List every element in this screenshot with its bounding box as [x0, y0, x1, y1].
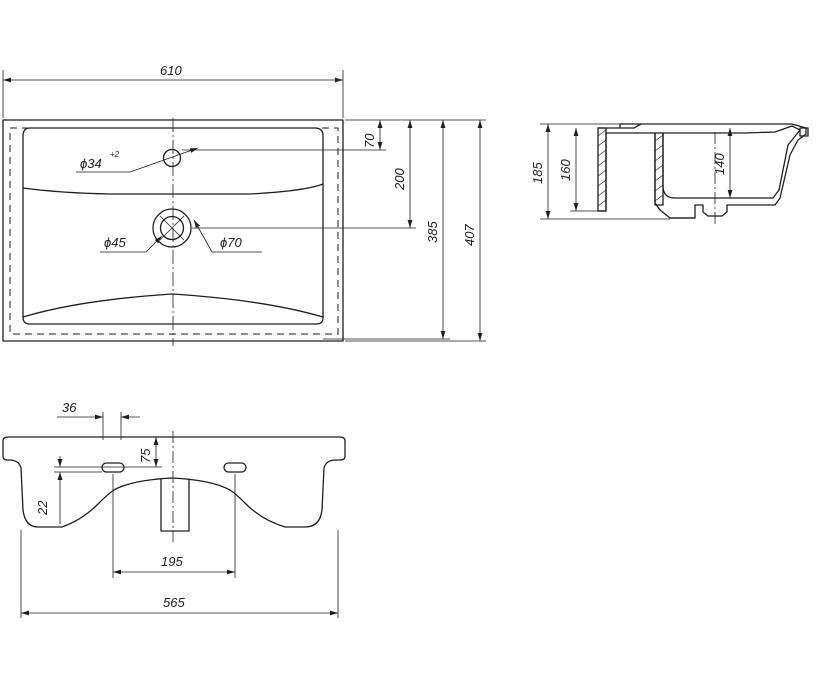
dim-label-drain-outer: ϕ70 — [220, 235, 242, 250]
front-view — [2, 431, 346, 542]
dim-label-75: 75 — [138, 448, 153, 463]
dim-label-385: 385 — [425, 221, 440, 243]
basin-deck-edge — [22, 183, 324, 195]
dim-label-70: 70 — [362, 133, 377, 148]
dim-label-drain: ϕ45 — [104, 235, 126, 250]
section-hatch — [597, 127, 664, 212]
top-view-dimensions: 610 ϕ34 +2 ϕ45 ϕ70 70 200 385 407 — [2, 63, 486, 342]
dim-label-140: 140 — [712, 153, 727, 175]
bowl-bottom-curve — [22, 293, 324, 318]
front-view-outline — [2, 436, 346, 528]
section-outer-profile — [597, 123, 807, 219]
drain-inner-leader — [100, 235, 163, 253]
overflow-slot — [799, 127, 809, 137]
drain-cross-line-b — [159, 215, 185, 241]
dim-label-610: 610 — [160, 63, 182, 78]
dim-label-195: 195 — [161, 554, 183, 569]
drain-outer-circle — [152, 208, 192, 248]
tap-hole-leader — [76, 147, 199, 173]
side-section-view: 185 160 140 — [530, 123, 809, 226]
dim-label-tap-tolerance: +2 — [110, 150, 120, 159]
front-view-dimensions: 36 75 22 195 565 — [20, 400, 339, 618]
drain-outlet — [160, 478, 190, 532]
bracket-hole-right — [223, 462, 247, 473]
dim-label-tap-hole: ϕ34 — [80, 156, 102, 171]
dim-label-200: 200 — [392, 168, 407, 191]
drain-inner-circle — [159, 215, 185, 241]
dim-label-185: 185 — [530, 162, 545, 184]
dim-label-22: 22 — [35, 500, 50, 516]
dim-label-407: 407 — [462, 224, 477, 246]
bracket-hole-left — [101, 462, 125, 473]
drain-outer-leader — [193, 219, 262, 253]
top-view-hidden-edge — [9, 127, 339, 335]
section-bowl-inner — [662, 125, 801, 199]
section-back-wall — [597, 132, 607, 212]
top-view — [2, 118, 344, 346]
dim-label-565: 565 — [163, 595, 185, 610]
dim-label-160: 160 — [558, 159, 573, 181]
basin-outline — [22, 127, 324, 325]
tap-hole — [162, 148, 182, 168]
dim-label-36: 36 — [62, 400, 77, 415]
